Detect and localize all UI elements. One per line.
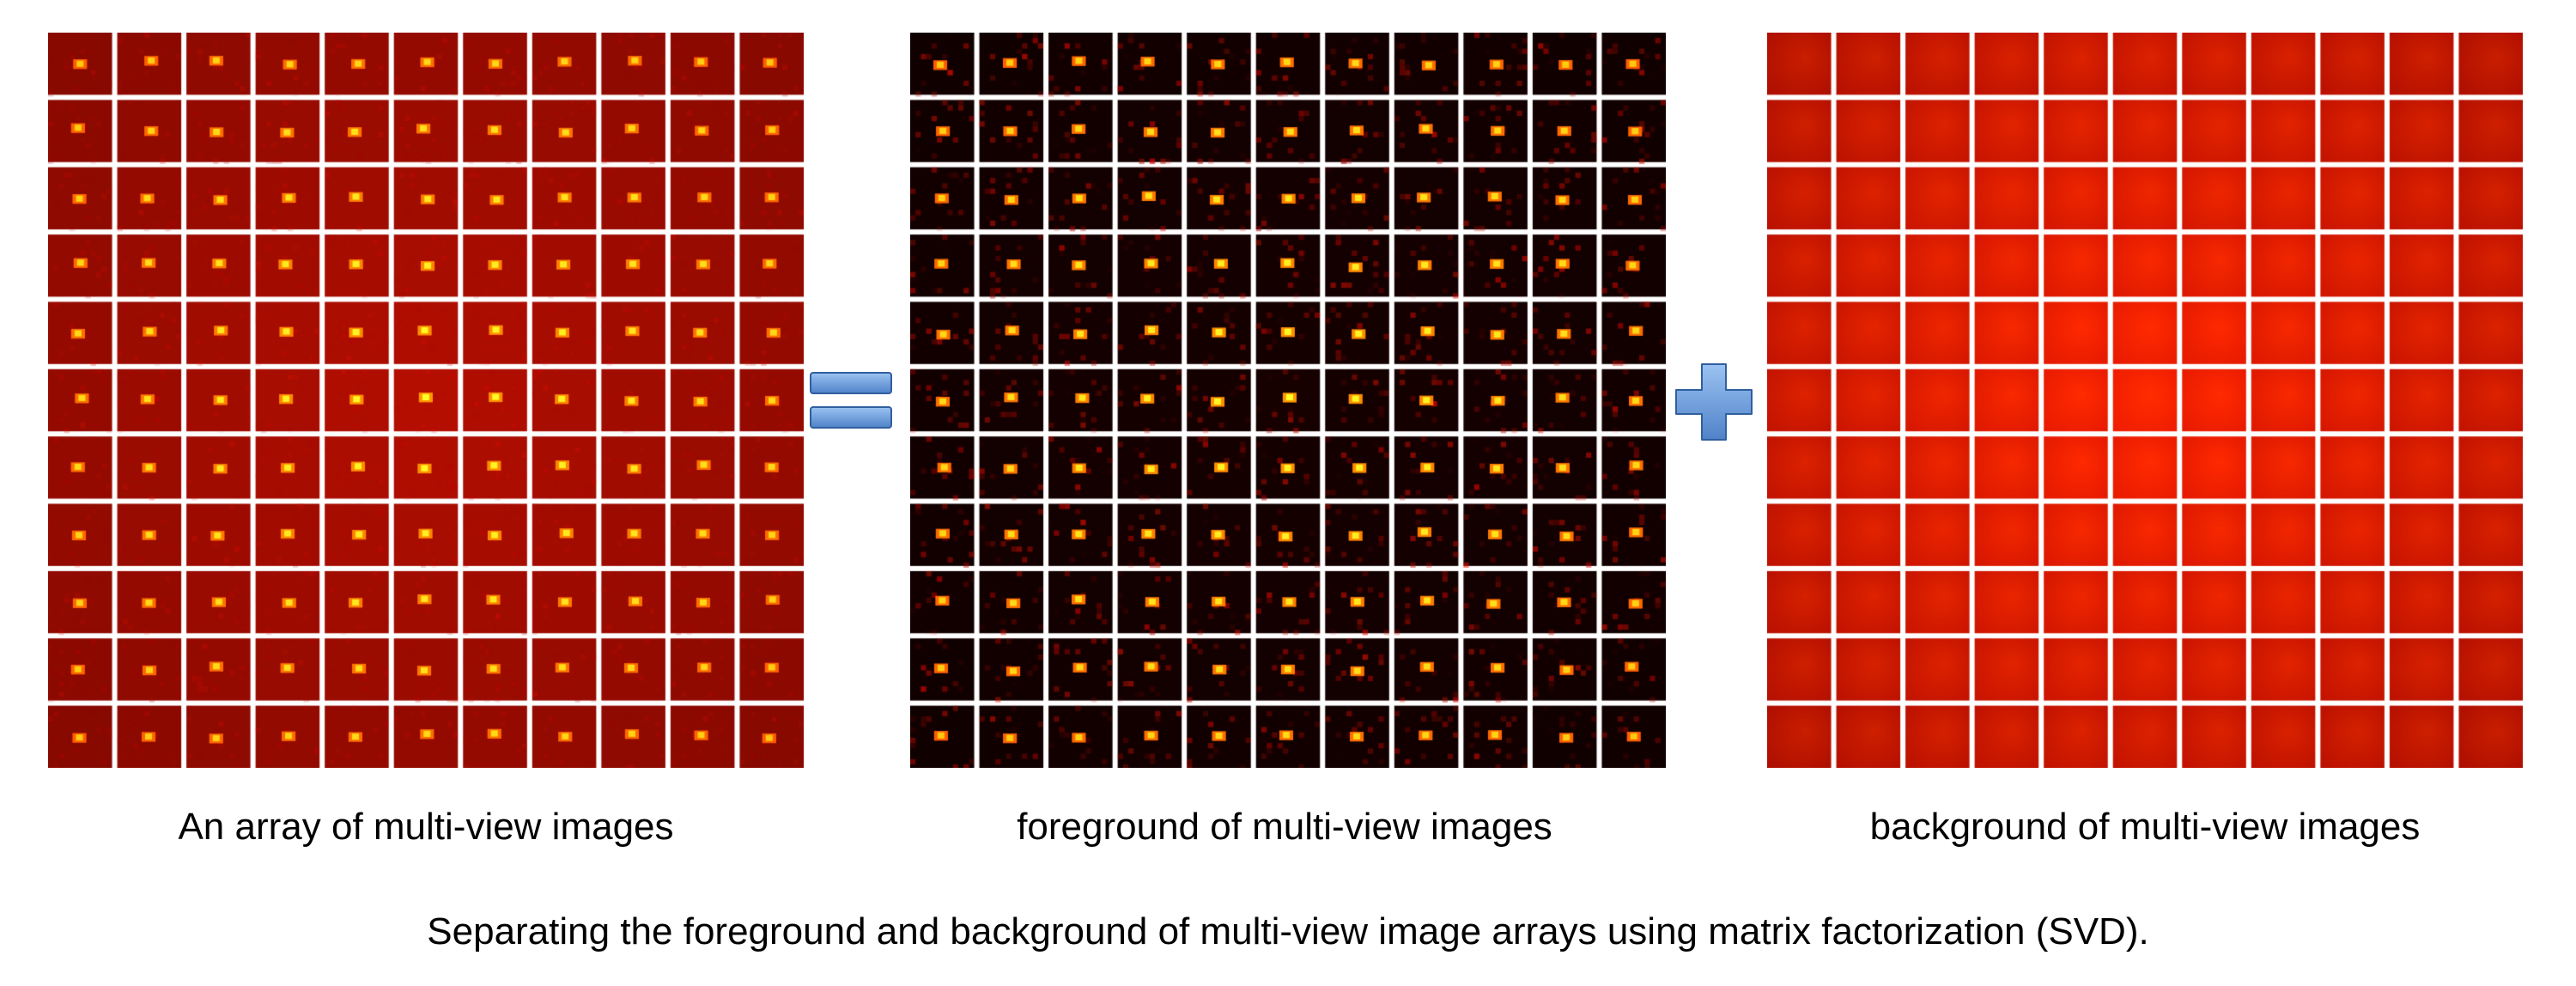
background-image-array	[1767, 33, 2523, 768]
equals-icon	[810, 372, 892, 429]
foreground-image-grid	[910, 33, 1666, 768]
multi-view-image-array	[48, 33, 804, 768]
figure-caption: Separating the foreground and background…	[427, 910, 2149, 953]
plus-icon	[1675, 363, 1753, 441]
foreground-image-array	[910, 33, 1666, 768]
original-array-label: An array of multi-view images	[178, 806, 674, 848]
background-image-grid	[1767, 33, 2523, 768]
foreground-array-label: foreground of multi-view images	[1017, 806, 1552, 848]
original-image-grid	[48, 33, 804, 768]
background-array-label: background of multi-view images	[1869, 806, 2421, 848]
